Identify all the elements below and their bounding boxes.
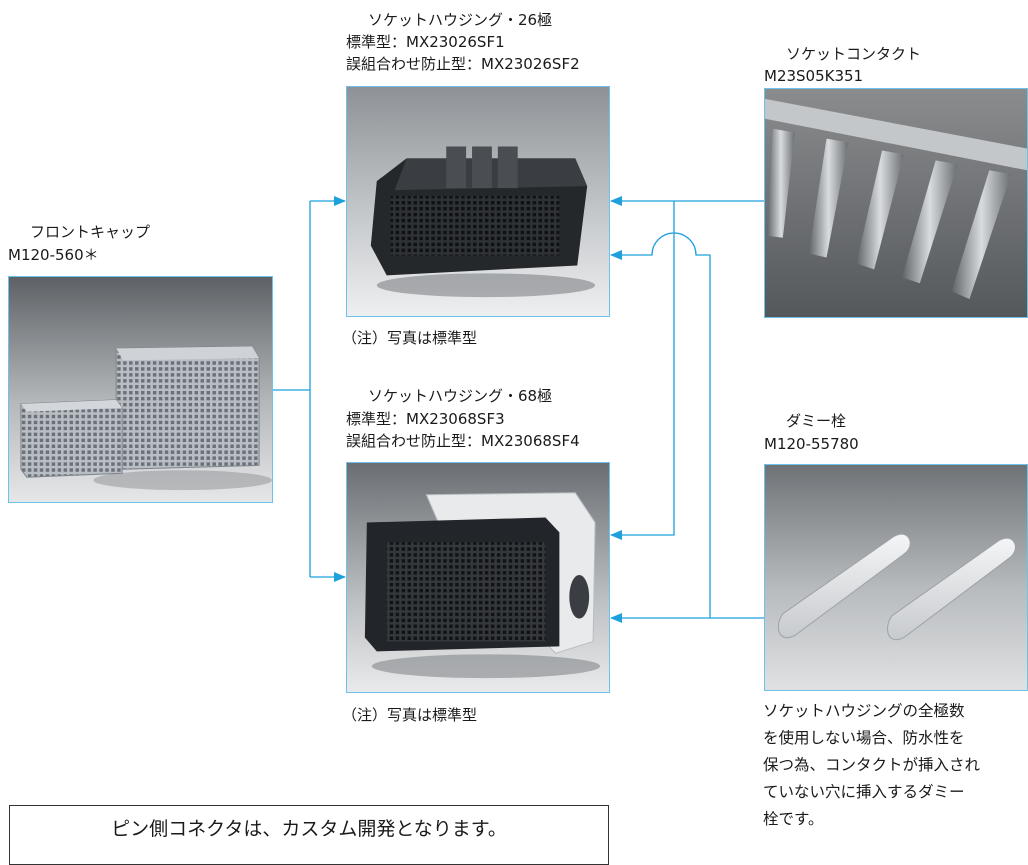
housing68-photo-note: （注）写真は標準型: [342, 706, 478, 724]
description-line: ソケットハウジングの全極数: [763, 702, 965, 720]
contact-title: ソケットコンタクト: [786, 45, 922, 63]
contact-line-to-housing68: [610, 201, 675, 540]
housing26-standard-part: 標準型：MX23026SF1: [346, 33, 505, 51]
housing26-title: ソケットハウジング・26極: [368, 11, 553, 29]
housing68-photo: [346, 462, 610, 693]
description-line: を使用しない場合、防水性を: [763, 729, 965, 747]
housing26-photo-note: （注）写真は標準型: [342, 329, 478, 347]
housing68-mismate-part: 誤組合わせ防止型：MX23068SF4: [346, 432, 580, 450]
housing68-standard-part: 標準型：MX23068SF3: [346, 410, 505, 428]
description-line: 栓です。: [763, 810, 824, 828]
description-line: ていない穴に挿入するダミー: [763, 783, 965, 801]
dummy-plug-photo: [764, 464, 1028, 691]
front-cap-title: フロントキャップ: [30, 223, 151, 241]
housing68-title: ソケットハウジング・68極: [368, 387, 553, 405]
housing26-mismate-part: 誤組合わせ防止型：MX23026SF2: [346, 55, 580, 73]
contact-part: M23S05K351: [764, 67, 864, 85]
contact-photo: [764, 88, 1028, 318]
dummy-plug-title: ダミー栓: [786, 412, 847, 430]
front-cap-part: M120-560＊: [8, 246, 99, 264]
description-line: 保つ為、コンタクトが挿入され: [763, 756, 981, 774]
connector-lines: [273, 196, 764, 623]
housing26-photo: [346, 86, 610, 317]
bottom-note-box: ピン側コネクタは、カスタム開発となります。: [9, 805, 609, 865]
dummy-plug-part: M120-55780: [764, 435, 859, 453]
dummy-plug-description: ソケットハウジングの全極数 を使用しない場合、防水性を 保つ為、コンタクトが挿入…: [763, 698, 1025, 833]
front-cap-photo: [8, 276, 273, 503]
bottom-note-text: ピン側コネクタは、カスタム開発となります。: [111, 818, 507, 840]
dummy-plug-line-to-housing26: [610, 232, 711, 618]
